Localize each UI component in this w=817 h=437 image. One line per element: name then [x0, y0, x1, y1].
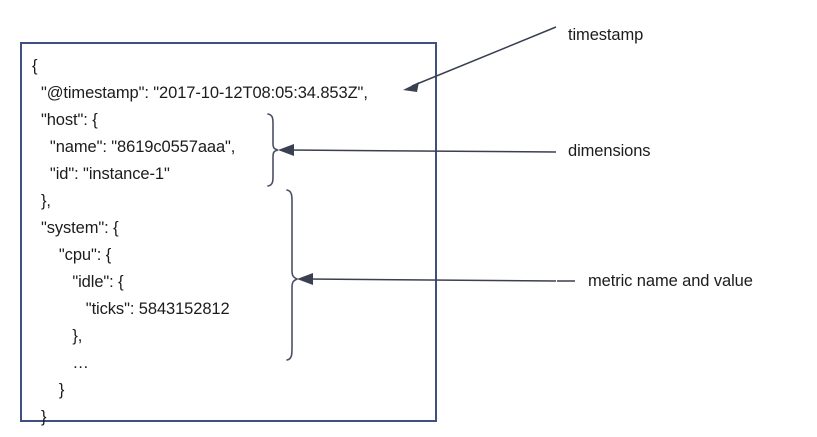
json-code-block: { "@timestamp": "2017-10-12T08:05:34.853… — [32, 53, 368, 437]
json-line-system-open: "system": { — [32, 219, 119, 237]
json-line-system-close: } — [32, 408, 47, 426]
json-line-host-id: "id": "instance-1" — [32, 165, 170, 183]
json-line-timestamp: "@timestamp": "2017-10-12T08:05:34.853Z"… — [32, 84, 368, 102]
json-line-cpu-close: } — [32, 381, 65, 399]
json-document-box: { "@timestamp": "2017-10-12T08:05:34.853… — [20, 42, 437, 437]
json-line-ellipsis: … — [32, 354, 89, 372]
annotation-label-dimensions: dimensions — [568, 142, 651, 160]
json-line-ticks: "ticks": 5843152812 — [32, 300, 230, 318]
json-line-host-close: }, — [32, 192, 51, 210]
json-line-cpu-open: "cpu": { — [32, 246, 112, 264]
annotation-label-timestamp: timestamp — [568, 26, 644, 44]
annotation-label-metric: metric name and value — [588, 272, 753, 290]
json-line-root-close: } — [32, 431, 368, 437]
json-line-idle-open: "idle": { — [32, 273, 124, 291]
json-line-idle-close: }, — [32, 327, 83, 345]
json-line: { — [32, 57, 38, 75]
json-line-host-name: "name": "8619c0557aaa", — [32, 138, 236, 156]
json-line-host-open: "host": { — [32, 111, 98, 129]
